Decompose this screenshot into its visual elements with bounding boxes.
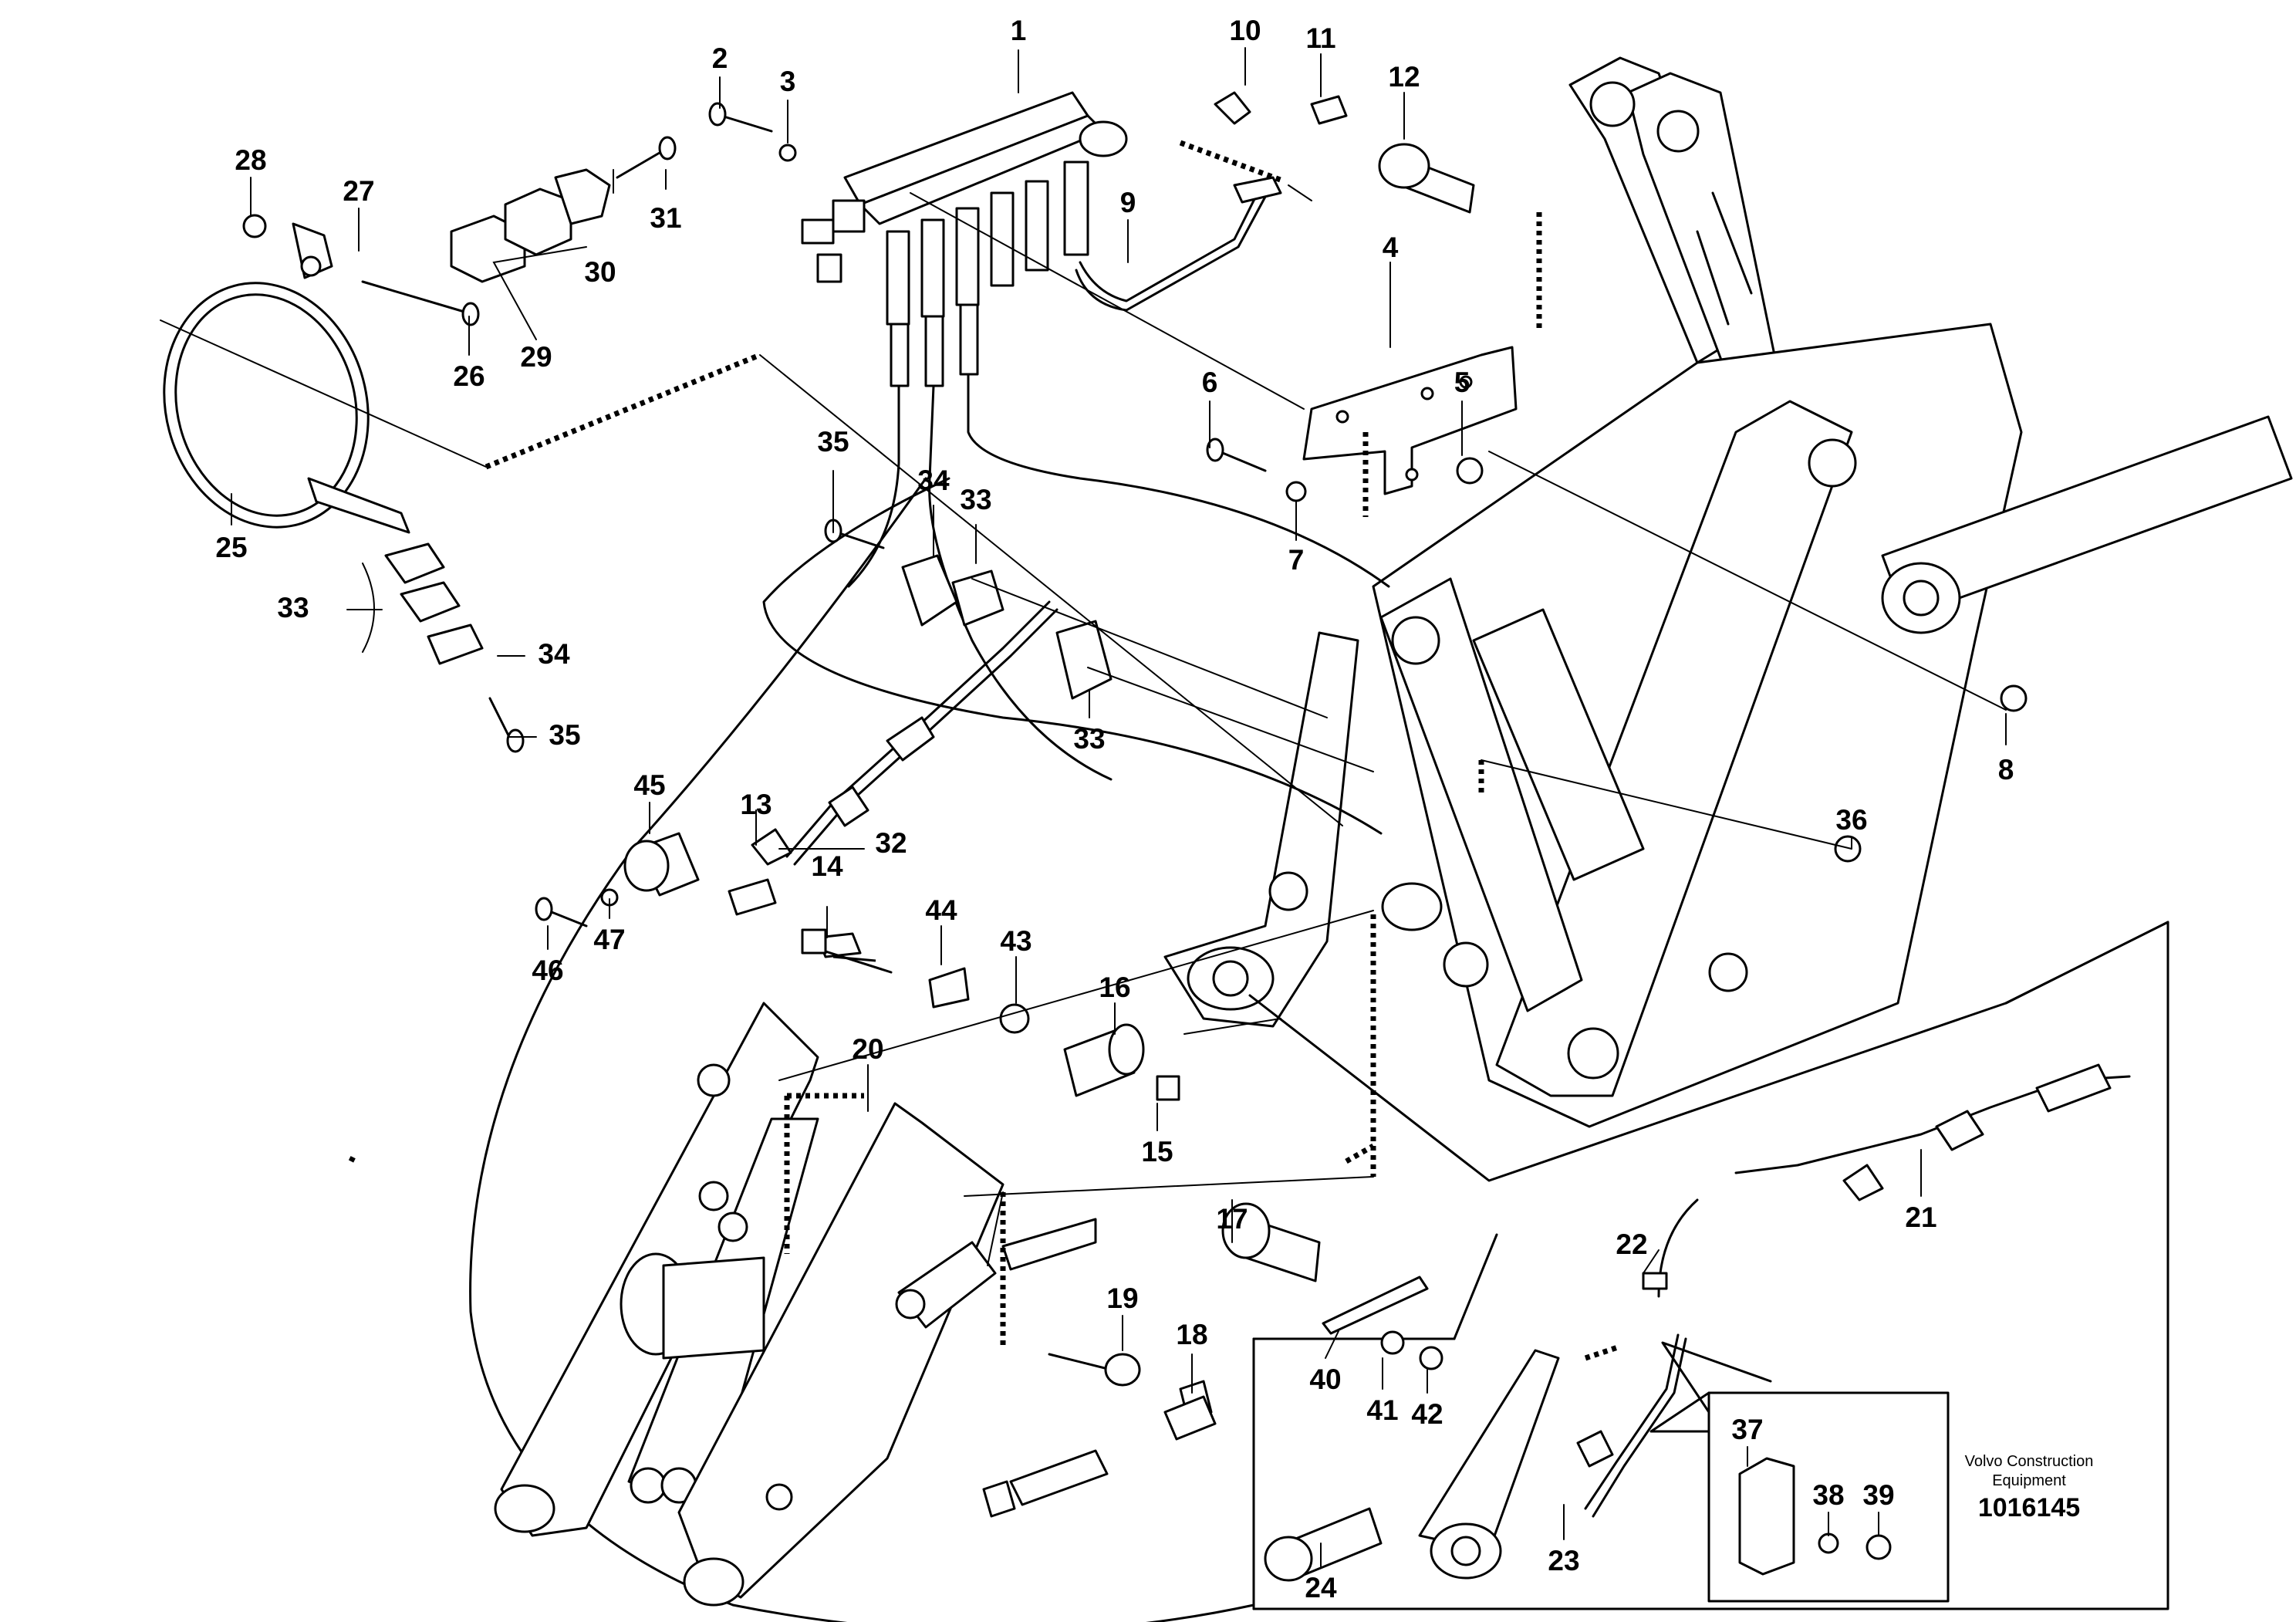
callout-9: 9 bbox=[1120, 187, 1136, 218]
callout-29: 29 bbox=[520, 341, 552, 373]
callout-2: 2 bbox=[712, 42, 728, 74]
callout-20: 20 bbox=[852, 1033, 883, 1065]
callout-43: 43 bbox=[1000, 925, 1032, 957]
callout-15: 15 bbox=[1141, 1136, 1173, 1168]
hose-32 bbox=[728, 600, 1059, 916]
callout-45: 45 bbox=[633, 769, 665, 801]
callout-33-block: 33 bbox=[1073, 723, 1105, 755]
bolts bbox=[242, 91, 2028, 1421]
callout-25: 25 bbox=[215, 532, 247, 563]
callout-23: 23 bbox=[1548, 1545, 1579, 1576]
callout-28: 28 bbox=[235, 144, 266, 176]
leader-lines bbox=[160, 184, 2007, 1266]
callout-21: 21 bbox=[1905, 1201, 1936, 1233]
drawing-number: 1016145 bbox=[1978, 1493, 2080, 1522]
pins bbox=[1221, 143, 1475, 1282]
callout-17: 17 bbox=[1216, 1203, 1248, 1235]
callout-18: 18 bbox=[1176, 1319, 1207, 1350]
callout-4: 4 bbox=[1383, 231, 1399, 263]
ring-clamp bbox=[163, 222, 410, 534]
callout-46: 46 bbox=[532, 955, 563, 986]
callout-34: 34 bbox=[917, 465, 950, 496]
callout-30: 30 bbox=[584, 256, 616, 288]
callout-16: 16 bbox=[1099, 972, 1130, 1003]
callout-24: 24 bbox=[1305, 1572, 1337, 1603]
callout-19: 19 bbox=[1106, 1282, 1138, 1314]
callout-33: 33 bbox=[960, 484, 991, 515]
callout-10: 10 bbox=[1229, 15, 1261, 46]
callout-1: 1 bbox=[1011, 15, 1027, 46]
callout-6: 6 bbox=[1202, 367, 1218, 398]
callout-35: 35 bbox=[817, 426, 849, 458]
callout-labels: 1 2 3 4 5 6 7 8 9 10 11 12 13 14 15 16 1… bbox=[215, 15, 2014, 1603]
callout-12: 12 bbox=[1388, 61, 1420, 93]
dashed-leader-lines bbox=[348, 140, 1542, 1347]
callout-26: 26 bbox=[453, 360, 485, 392]
callout-27: 27 bbox=[343, 175, 374, 207]
lift-arm-assembly bbox=[1163, 56, 2293, 1128]
callout-37: 37 bbox=[1731, 1414, 1763, 1445]
distribution-block bbox=[469, 91, 1390, 1622]
callout-7: 7 bbox=[1288, 544, 1305, 576]
callout-11: 11 bbox=[1305, 22, 1335, 54]
callout-36: 36 bbox=[1835, 804, 1867, 836]
callout-47: 47 bbox=[593, 924, 625, 955]
callout-40: 40 bbox=[1309, 1363, 1341, 1395]
callout-13: 13 bbox=[740, 789, 772, 820]
callout-41: 41 bbox=[1366, 1394, 1398, 1426]
lower-boom-assembly bbox=[494, 1002, 1217, 1607]
callout-5: 5 bbox=[1454, 367, 1470, 398]
callout-22: 22 bbox=[1616, 1228, 1647, 1260]
callout-34-clamp: 34 bbox=[538, 638, 570, 670]
callout-42: 42 bbox=[1411, 1398, 1443, 1430]
callout-44: 44 bbox=[925, 894, 957, 926]
detail-inset bbox=[1248, 921, 2169, 1610]
callout-33-clamp: 33 bbox=[277, 592, 309, 623]
publisher-sub: Equipment bbox=[1992, 1472, 2066, 1489]
callout-31: 31 bbox=[650, 202, 681, 234]
callout-32: 32 bbox=[875, 827, 907, 859]
callout-8: 8 bbox=[1998, 754, 2014, 786]
callout-38: 38 bbox=[1812, 1479, 1844, 1511]
callout-35-clamp: 35 bbox=[549, 719, 580, 751]
callout-3: 3 bbox=[780, 66, 796, 97]
publisher-name: Volvo Construction bbox=[1965, 1453, 2094, 1470]
clamp-halves bbox=[384, 168, 1113, 700]
small-fittings bbox=[623, 832, 1180, 1101]
callout-14: 14 bbox=[811, 850, 843, 882]
callout-leaders bbox=[231, 47, 2007, 1567]
callout-39: 39 bbox=[1862, 1479, 1894, 1511]
